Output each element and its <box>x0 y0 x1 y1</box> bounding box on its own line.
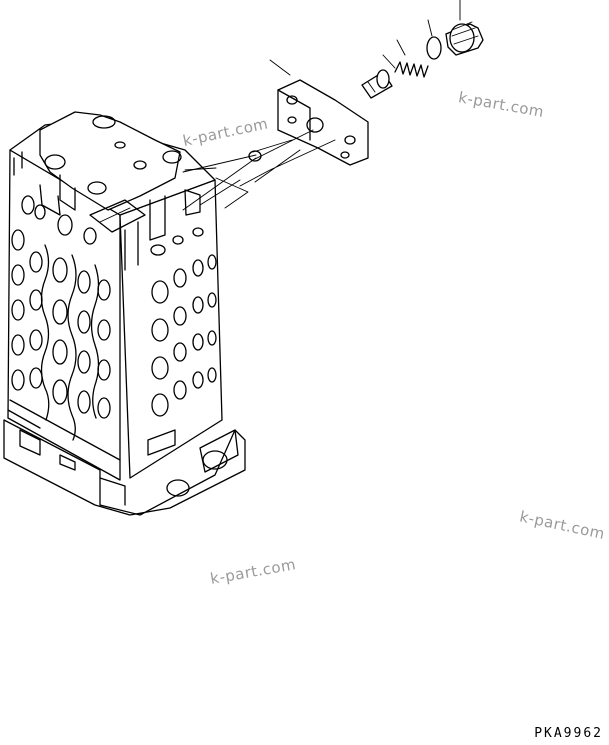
piston <box>361 69 393 99</box>
left-face-ports <box>7 195 121 471</box>
spring <box>394 61 429 78</box>
right-face-ports <box>147 227 217 456</box>
control-valve-body <box>3 111 246 516</box>
mounting-plate <box>277 79 369 166</box>
figure-code: PKA9962 <box>534 726 603 741</box>
o-ring-large <box>426 36 442 60</box>
leader-lines <box>182 0 461 211</box>
plug <box>445 21 484 56</box>
